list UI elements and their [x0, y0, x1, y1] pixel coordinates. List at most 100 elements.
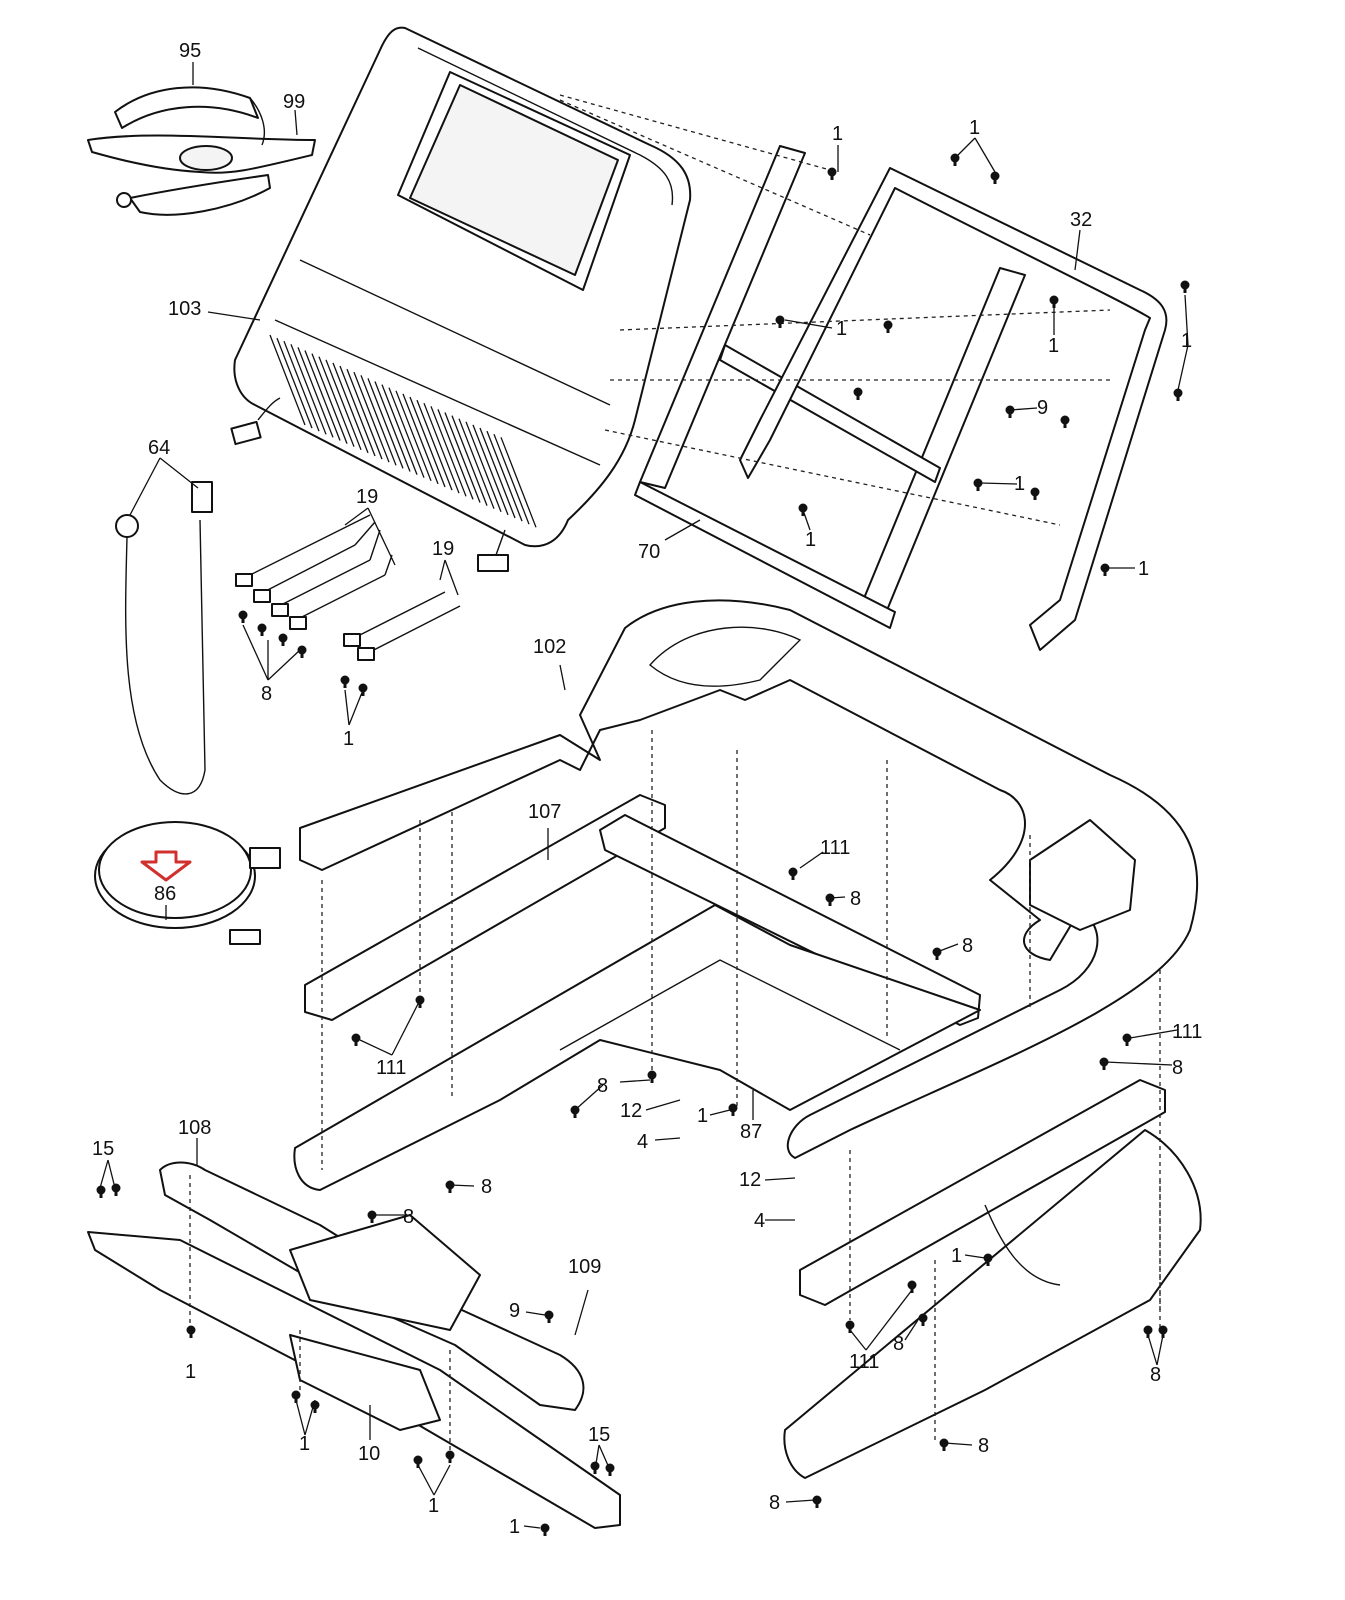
screw-icon	[1180, 280, 1190, 293]
screw-icon	[1049, 295, 1059, 308]
part-labels: 95 99 103 64 19 19 8 1 86 1 1 32 1 1 1 9…	[92, 40, 1202, 1538]
grille-slat	[395, 390, 432, 482]
grille-slat	[325, 359, 362, 451]
label-8-i: 8	[1150, 1364, 1161, 1386]
label-107: 107	[528, 801, 561, 823]
label-19-right: 19	[432, 538, 454, 560]
part-64-cable	[115, 481, 213, 795]
label-32: 32	[1070, 209, 1092, 231]
grille-slat	[388, 387, 425, 478]
label-1-cover-b: 1	[1048, 335, 1059, 357]
part-95-chest-strap	[87, 86, 316, 216]
screw-icon	[257, 623, 267, 636]
screws	[96, 153, 1190, 1536]
label-8-k: 8	[769, 1492, 780, 1514]
grille-slat	[318, 356, 355, 447]
grille-slat	[486, 430, 523, 522]
label-4-a: 4	[637, 1131, 648, 1153]
grille-slat	[381, 384, 418, 475]
screw-icon	[1099, 1057, 1109, 1070]
screw-icon	[939, 1438, 949, 1451]
console-connector-right	[477, 529, 509, 572]
screw-icon	[983, 1253, 993, 1266]
console-connector-left	[230, 397, 281, 446]
grille-slat	[283, 340, 320, 432]
label-95: 95	[179, 40, 201, 62]
grille-slat	[332, 362, 369, 454]
grille-slat	[276, 337, 313, 429]
label-64: 64	[148, 437, 170, 459]
screw-icon	[540, 1523, 550, 1536]
grille-slat	[465, 421, 502, 513]
screw-icon	[186, 1325, 196, 1338]
screw-icon	[291, 1390, 301, 1403]
screw-icon	[96, 1185, 106, 1198]
label-15-a: 15	[92, 1138, 114, 1160]
screw-icon	[918, 1313, 928, 1326]
grille-slat	[500, 437, 537, 528]
grille-slat	[353, 371, 390, 463]
label-8-g: 8	[403, 1206, 414, 1228]
grille-slat	[269, 334, 306, 426]
label-9-top: 9	[1037, 397, 1048, 419]
label-10: 10	[358, 1443, 380, 1465]
screw-icon	[1122, 1033, 1132, 1046]
screw-icon	[340, 675, 350, 688]
part-86-ribbon-cable	[94, 821, 281, 945]
screw-icon	[1143, 1325, 1153, 1338]
label-8-f: 8	[481, 1176, 492, 1198]
grille-slat	[402, 393, 439, 485]
screw-icon	[358, 683, 368, 696]
grille-slat	[374, 381, 411, 472]
screw-icon	[798, 503, 808, 516]
leader-lines	[99, 62, 1189, 1529]
screw-icon	[775, 315, 785, 328]
label-8-wires: 8	[261, 683, 272, 705]
label-1-top-a: 1	[832, 123, 843, 145]
screw-icon	[812, 1495, 822, 1508]
label-8-j: 8	[978, 1435, 989, 1457]
screw-icon	[297, 645, 307, 658]
part-102-handrail-frame	[299, 599, 1199, 1159]
grille-slat	[360, 375, 397, 466]
label-15-b: 15	[588, 1424, 610, 1446]
screw-icon	[973, 478, 983, 491]
part-87-base	[293, 904, 981, 1191]
screw-icon	[825, 893, 835, 906]
screw-icon	[238, 610, 248, 623]
screw-icon	[932, 947, 942, 960]
label-1-l: 1	[185, 1361, 196, 1383]
grille-slat	[423, 402, 460, 494]
grille-slat	[290, 344, 327, 435]
label-1-frame-a: 1	[836, 318, 847, 340]
label-111-d: 111	[849, 1351, 879, 1373]
grille-slat	[451, 415, 488, 506]
label-70: 70	[638, 541, 660, 563]
screw-icon	[1158, 1325, 1168, 1338]
label-1-frame-d: 1	[1138, 558, 1149, 580]
label-12-b: 12	[739, 1169, 761, 1191]
part-right-rail	[783, 1129, 1202, 1479]
label-1-cover-a: 1	[1181, 330, 1192, 352]
red-arrow-marker	[140, 850, 192, 882]
label-1-top-b: 1	[969, 117, 980, 139]
screw-icon	[1060, 415, 1070, 428]
label-19-left: 19	[356, 486, 378, 508]
screw-icon	[1030, 487, 1040, 500]
grille-slat	[444, 412, 481, 503]
label-1-m: 1	[299, 1433, 310, 1455]
label-8-h: 8	[893, 1333, 904, 1355]
screw-icon	[1100, 563, 1110, 576]
grille-slat	[304, 350, 341, 441]
part-19-wires-left	[235, 514, 393, 630]
label-103: 103	[168, 298, 201, 320]
screw-icon	[367, 1210, 377, 1223]
grille-slat	[479, 427, 516, 519]
grille-slat	[367, 378, 404, 469]
screw-icon	[351, 1033, 361, 1046]
label-4-b: 4	[754, 1210, 765, 1232]
grille-slat	[339, 365, 376, 457]
grille-slat	[311, 353, 348, 444]
grille-slat	[409, 396, 446, 488]
